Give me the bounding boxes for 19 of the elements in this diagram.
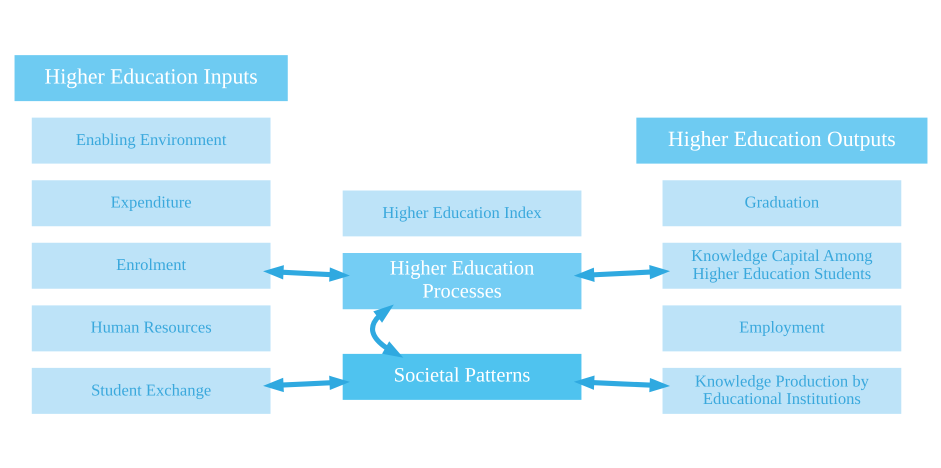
- node-box: Enrolment: [31, 242, 270, 288]
- node-box: Human Resources: [31, 304, 270, 351]
- arrow: [262, 264, 350, 282]
- node-box: Higher Education Index: [342, 190, 581, 236]
- node-box: Expenditure: [31, 180, 270, 226]
- node-box: Knowledge Production by Educational Institutions: [662, 367, 901, 414]
- arrow: [573, 374, 670, 392]
- node-box: Higher Education Outputs: [636, 117, 927, 164]
- arrow: [573, 264, 670, 282]
- arrow: [262, 375, 350, 392]
- node-box: Student Exchange: [31, 367, 270, 414]
- node-box: Enabling Environment: [31, 117, 270, 164]
- arrow: [370, 304, 403, 358]
- node-box: Higher Education Inputs: [14, 54, 288, 101]
- node-box: Graduation: [662, 180, 901, 226]
- node-box: Employment: [662, 304, 901, 351]
- node-box: Higher Education Processes: [342, 252, 581, 309]
- node-box: Societal Patterns: [342, 353, 581, 400]
- node-box: Knowledge Capital Among Higher Education Students: [662, 242, 901, 288]
